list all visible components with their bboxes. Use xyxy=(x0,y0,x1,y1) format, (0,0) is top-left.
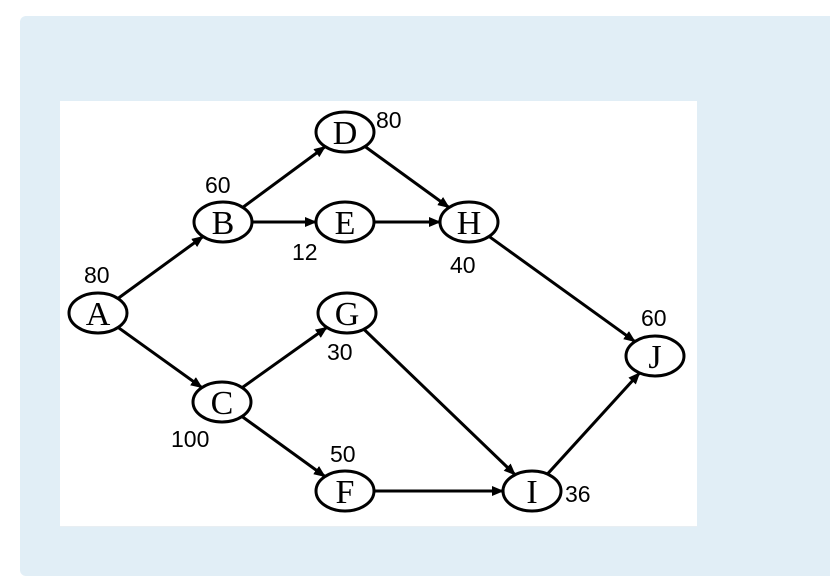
node-ellipse xyxy=(67,291,129,335)
node-ellipse xyxy=(316,291,378,335)
node-weight: 40 xyxy=(450,252,476,278)
node-label: D xyxy=(333,115,358,152)
node-ellipse xyxy=(438,200,500,244)
node-label: F xyxy=(336,474,355,511)
node-b: B 60 xyxy=(192,172,254,244)
node-label: J xyxy=(648,339,661,376)
node-weight: 12 xyxy=(292,239,318,265)
node-weight: 100 xyxy=(171,426,209,452)
edge-a-b xyxy=(117,235,204,300)
edge-c-g xyxy=(241,326,328,389)
node-f: F 50 xyxy=(314,441,376,513)
node-e: E 12 xyxy=(292,200,376,265)
node-label: G xyxy=(335,296,360,333)
node-h: H 40 xyxy=(438,200,500,278)
node-label: C xyxy=(211,385,234,422)
node-j: J 60 xyxy=(624,305,686,378)
node-ellipse xyxy=(314,469,376,513)
edge-b-d xyxy=(241,145,327,209)
node-ellipse xyxy=(314,110,376,154)
node-weight: 80 xyxy=(84,262,110,288)
edge-i-j xyxy=(546,371,641,476)
node-ellipse xyxy=(314,200,376,244)
node-label: I xyxy=(526,474,537,511)
edge-c-f xyxy=(241,415,326,478)
edges-layer xyxy=(117,145,641,496)
node-ellipse xyxy=(624,334,686,378)
node-label: H xyxy=(457,205,482,242)
node-label: E xyxy=(335,205,356,242)
node-weight: 30 xyxy=(327,339,353,365)
node-weight: 60 xyxy=(205,172,231,198)
node-label: A xyxy=(86,296,111,333)
node-g: G 30 xyxy=(316,291,378,365)
node-weight: 60 xyxy=(641,305,667,331)
node-weight: 50 xyxy=(330,441,356,467)
edge-g-i xyxy=(362,328,517,476)
node-a: A 80 xyxy=(67,262,129,335)
node-weight: 36 xyxy=(565,481,591,507)
node-i: I 36 xyxy=(501,469,591,513)
edge-h-j xyxy=(488,235,636,343)
node-ellipse xyxy=(191,380,253,424)
edge-a-c xyxy=(117,326,203,389)
node-ellipse xyxy=(192,200,254,244)
node-d: D 80 xyxy=(314,107,402,154)
node-ellipse xyxy=(501,469,563,513)
edge-d-h xyxy=(364,145,450,209)
node-weight: 80 xyxy=(376,107,402,133)
node-label: B xyxy=(212,205,235,242)
